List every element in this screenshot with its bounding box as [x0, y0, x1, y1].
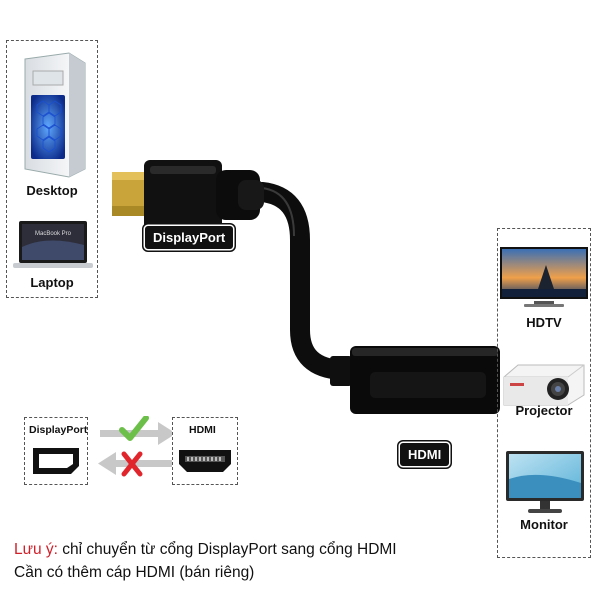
target-devices-box: HDTV Projector Monitor	[497, 228, 591, 558]
legend-hdmi-box: HDMI	[172, 417, 238, 485]
green-check-icon	[119, 416, 149, 441]
displayport-port-icon	[33, 448, 79, 474]
desktop-pc-icon	[24, 52, 86, 178]
source-devices-box: Desktop MacBook Pro Laptop	[6, 40, 98, 298]
red-cross-icon	[121, 451, 143, 477]
legend-hdmi-label: HDMI	[189, 424, 216, 436]
hdmi-port-icon	[179, 450, 231, 472]
monitor-label: Monitor	[520, 517, 568, 532]
hdtv-icon	[500, 247, 588, 307]
note-line-2: Cần có thêm cáp HDMI (bán riêng)	[14, 564, 255, 581]
adapter-cable-illustration	[112, 160, 500, 414]
legend-displayport-box: DisplayPort	[24, 417, 88, 485]
laptop-label: Laptop	[30, 275, 74, 290]
displayport-badge: DisplayPort	[145, 226, 234, 249]
legend-displayport-label: DisplayPort	[29, 424, 88, 436]
laptop-icon: MacBook Pro	[13, 221, 93, 268]
cable	[252, 182, 352, 380]
hdmi-adapter-body	[330, 346, 500, 414]
desktop-label: Desktop	[26, 183, 78, 198]
laptop-screen-text: MacBook Pro	[35, 231, 72, 237]
monitor-icon	[506, 451, 584, 513]
projector-label: Projector	[515, 403, 573, 418]
hdtv-label: HDTV	[526, 315, 562, 330]
displayport-plug	[112, 160, 264, 232]
hdmi-badge: HDMI	[400, 443, 450, 466]
backward-arrow-icon	[98, 452, 174, 475]
conversion-direction-icons	[98, 416, 176, 477]
note-line-1-text: chỉ chuyển từ cổng DisplayPort sang cổng…	[57, 541, 397, 558]
projector-icon	[503, 364, 585, 406]
note-prefix: Lưu ý:	[14, 541, 58, 558]
note-line-1: Lưu ý: chỉ chuyển từ cổng DisplayPort sa…	[14, 541, 397, 559]
